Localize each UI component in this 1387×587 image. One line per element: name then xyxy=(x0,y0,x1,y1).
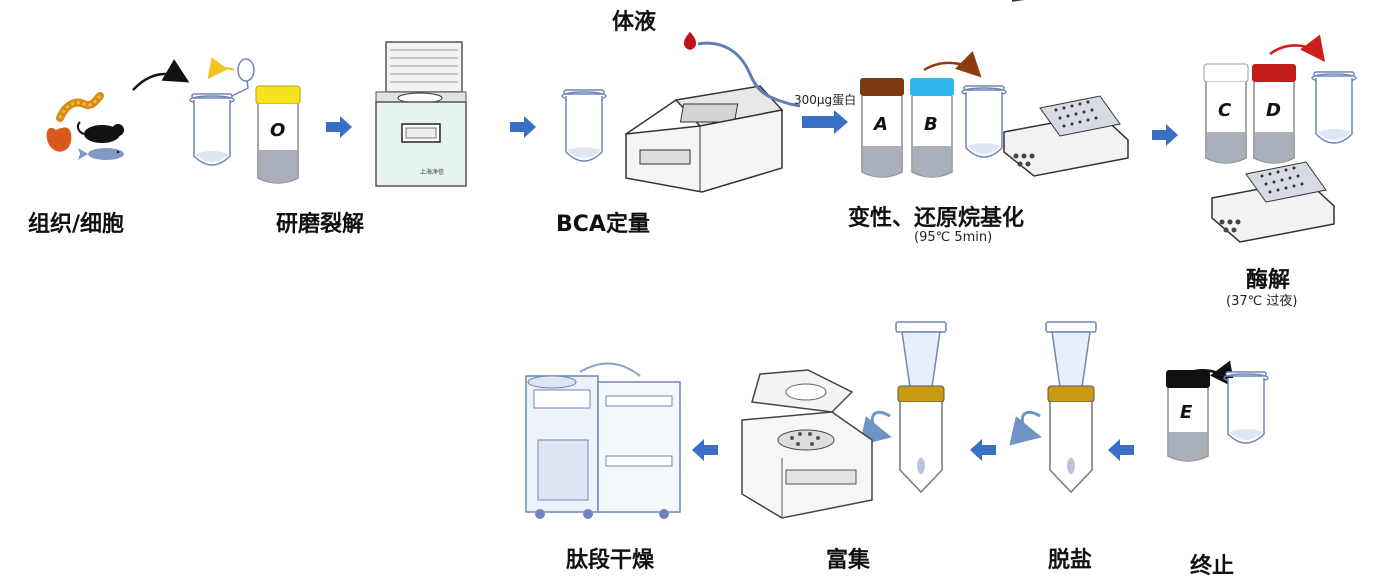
step-dry-label: 肽段干燥 xyxy=(566,548,655,573)
step-tissue-label: 组织/细胞 xyxy=(28,212,125,237)
grinder-machine-icon: 上海净信 xyxy=(375,41,467,187)
tube-b: B xyxy=(910,78,954,178)
tube-b-label: B xyxy=(924,114,938,135)
flow-arrow-6 xyxy=(970,439,996,461)
open-tube xyxy=(189,93,235,166)
mouse-icon xyxy=(76,121,124,143)
tube-o: O xyxy=(255,85,301,184)
enrich-column-icon xyxy=(859,321,947,494)
tube-c-label: C xyxy=(1218,100,1232,121)
tube-a-label: A xyxy=(872,114,888,135)
fish-icon xyxy=(78,148,124,160)
tube-c: C xyxy=(1203,63,1249,164)
stop-tube xyxy=(1223,371,1269,444)
body-fluid-line xyxy=(697,41,801,108)
flow-arrow-2 xyxy=(510,116,536,138)
svg-text:上海净信: 上海净信 xyxy=(420,168,444,176)
digest-tube xyxy=(1311,71,1357,144)
step-bodyfluid-label: 体液 xyxy=(612,10,657,35)
flow-arrow-3 xyxy=(802,110,848,134)
step-digest-condition: (37℃ 过夜) xyxy=(1226,294,1298,309)
tube-o-label: O xyxy=(270,120,285,141)
curved-arrow-icon xyxy=(132,59,190,91)
bca-tube xyxy=(561,89,607,162)
desalt-column-icon xyxy=(1009,321,1097,494)
tube-a: A xyxy=(860,78,904,178)
worm-icon xyxy=(56,92,104,122)
step-enrich-label: 富集 xyxy=(826,548,871,573)
organism-icons xyxy=(46,92,124,160)
step-denature-label: 变性、还原烷基化 xyxy=(848,206,1025,231)
vacuum-concentrator-icon xyxy=(525,362,681,519)
flow-arrow-1 xyxy=(326,116,352,138)
step-digest-label: 酶解 xyxy=(1246,268,1291,293)
tube-d: D xyxy=(1252,64,1296,164)
step-desalt-label: 脱盐 xyxy=(1048,548,1093,573)
tube-e: E xyxy=(1166,370,1210,462)
protein-amount-label: 300μg蛋白 xyxy=(794,93,857,107)
denature-tube xyxy=(961,85,1007,158)
heat-block-icon xyxy=(1003,0,1129,177)
tube-e-label: E xyxy=(1180,402,1193,423)
step-denature-condition: (95℃ 5min) xyxy=(914,230,993,245)
open-lid-icon xyxy=(207,57,255,97)
step-bca-label: BCA定量 xyxy=(556,212,650,237)
tube-d-label: D xyxy=(1266,100,1281,121)
flow-arrow-4 xyxy=(1152,124,1178,146)
heart-icon xyxy=(46,127,72,152)
flow-arrow-5 xyxy=(1108,439,1134,461)
transfer-arrow-icon xyxy=(1269,34,1326,62)
bca-reader-icon xyxy=(625,85,784,193)
heat-block-icon xyxy=(1211,161,1335,243)
step-grind-label: 研磨裂解 xyxy=(276,212,365,237)
transfer-arrow-icon xyxy=(923,51,982,78)
blood-drop-icon xyxy=(684,32,696,50)
step-stop-label: 终止 xyxy=(1190,554,1235,579)
centrifuge-icon xyxy=(741,369,873,519)
flow-arrow-7 xyxy=(692,439,718,461)
